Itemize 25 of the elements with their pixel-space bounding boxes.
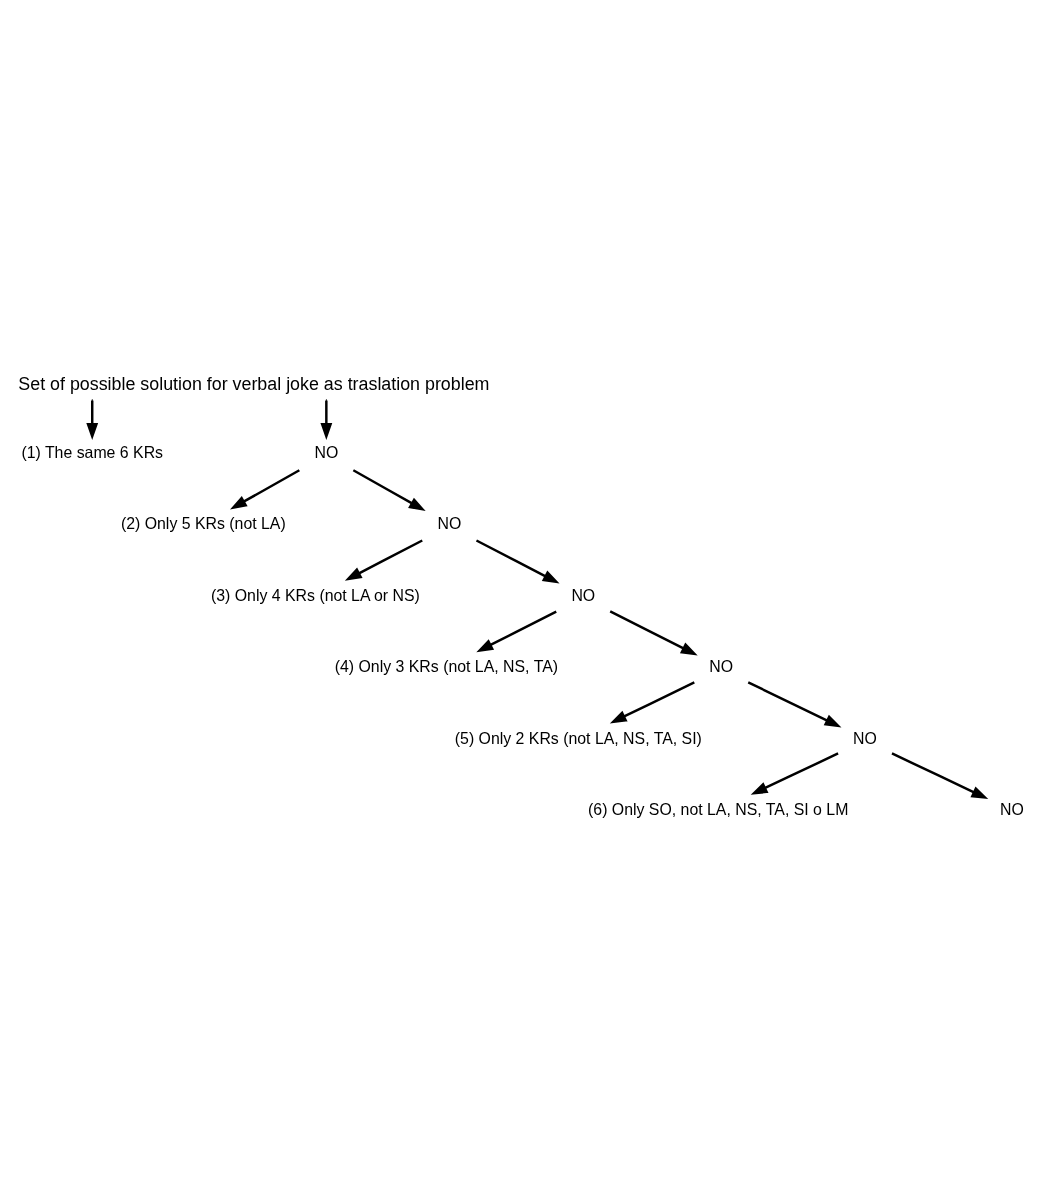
arrow <box>891 751 989 799</box>
node-text: (5) Only 2 KRs (not LA, NS, TA, SI) <box>454 729 702 747</box>
arrow <box>475 538 560 584</box>
node-text: (3) Only 4 KRs (not LA or NS) <box>210 586 420 604</box>
arrow <box>86 400 99 440</box>
node-text: (4) Only 3 KRs (not LA, NS, TA) <box>334 657 559 675</box>
arrow <box>609 680 695 723</box>
node-text: (1) The same 6 KRs <box>21 443 164 461</box>
node-text: NO <box>437 514 462 532</box>
node-text: NO <box>999 800 1024 818</box>
node-text: (2) Only 5 KRs (not LA) <box>120 514 286 532</box>
arrow <box>352 468 426 511</box>
arrow <box>750 751 839 795</box>
node-text: NO <box>853 729 877 747</box>
arrow <box>320 400 333 440</box>
diagram-title: Set of possible solution for verbal joke as traslation problem <box>18 373 490 394</box>
node-text: NO <box>709 657 734 675</box>
arrow <box>747 680 842 727</box>
arrow <box>344 538 423 581</box>
node-text: NO <box>571 586 596 604</box>
arrow <box>476 610 557 652</box>
arrow <box>609 609 698 655</box>
arrow <box>230 468 300 509</box>
node-text: (6) Only SO, not LA, NS, TA, SI o LM <box>588 800 849 818</box>
node-text: NO <box>314 443 339 461</box>
